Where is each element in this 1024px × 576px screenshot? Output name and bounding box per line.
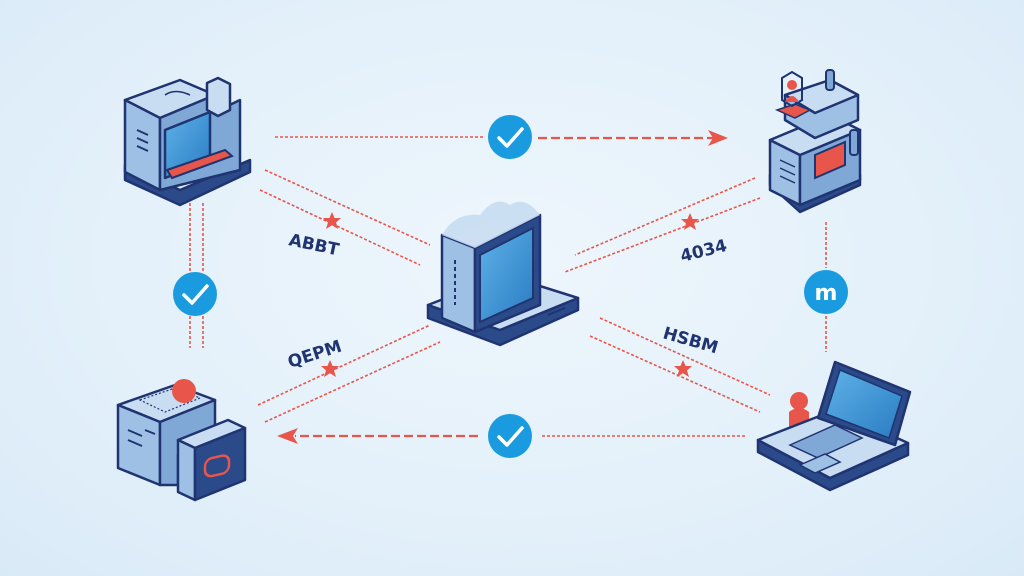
link-line — [564, 197, 761, 273]
star-icon — [323, 212, 341, 229]
link-line — [589, 335, 761, 413]
server-tower-icon — [426, 201, 580, 347]
m-icon: m — [815, 281, 838, 306]
node-server-stack[interactable] — [768, 69, 862, 214]
link-label-abbt: ABBT — [287, 230, 341, 260]
check-badge-left[interactable] — [173, 272, 217, 316]
check-icon — [182, 284, 209, 305]
link-server-stack-central — [564, 177, 761, 273]
link-line — [264, 169, 431, 246]
node-workstation[interactable] — [123, 76, 252, 207]
node-laptop[interactable] — [756, 360, 912, 492]
link-workstation-central — [259, 169, 431, 266]
link-label-hsbm: HSBM — [661, 324, 721, 359]
check-icon — [497, 426, 524, 447]
desktop-computer-icon — [123, 76, 252, 207]
link-line — [257, 324, 431, 406]
check-badge-bottom[interactable] — [488, 414, 532, 458]
server-with-user-icon — [768, 69, 862, 214]
star-icon — [321, 360, 339, 377]
link-workstation-server-stack — [275, 130, 728, 146]
node-storage[interactable] — [116, 379, 247, 502]
link-line — [259, 189, 421, 266]
arrow-right-icon — [708, 130, 728, 146]
link-laptop-storage — [277, 428, 745, 444]
link-storage-central — [257, 324, 441, 423]
check-badge-top[interactable] — [488, 115, 532, 159]
star-icon — [681, 213, 699, 230]
link-laptop-central — [589, 317, 771, 413]
link-label-4034: 4034 — [678, 236, 729, 267]
storage-device-icon — [116, 379, 247, 502]
star-icon — [674, 360, 692, 377]
node-central-server[interactable] — [426, 201, 580, 347]
link-line — [264, 341, 441, 423]
check-icon — [497, 127, 524, 148]
m-badge-right[interactable]: m — [804, 270, 848, 314]
link-workstation-storage — [189, 203, 204, 348]
arrow-left-icon — [277, 428, 298, 444]
link-line — [599, 317, 771, 396]
link-line — [574, 177, 756, 256]
laptop-with-user-icon — [756, 360, 912, 492]
